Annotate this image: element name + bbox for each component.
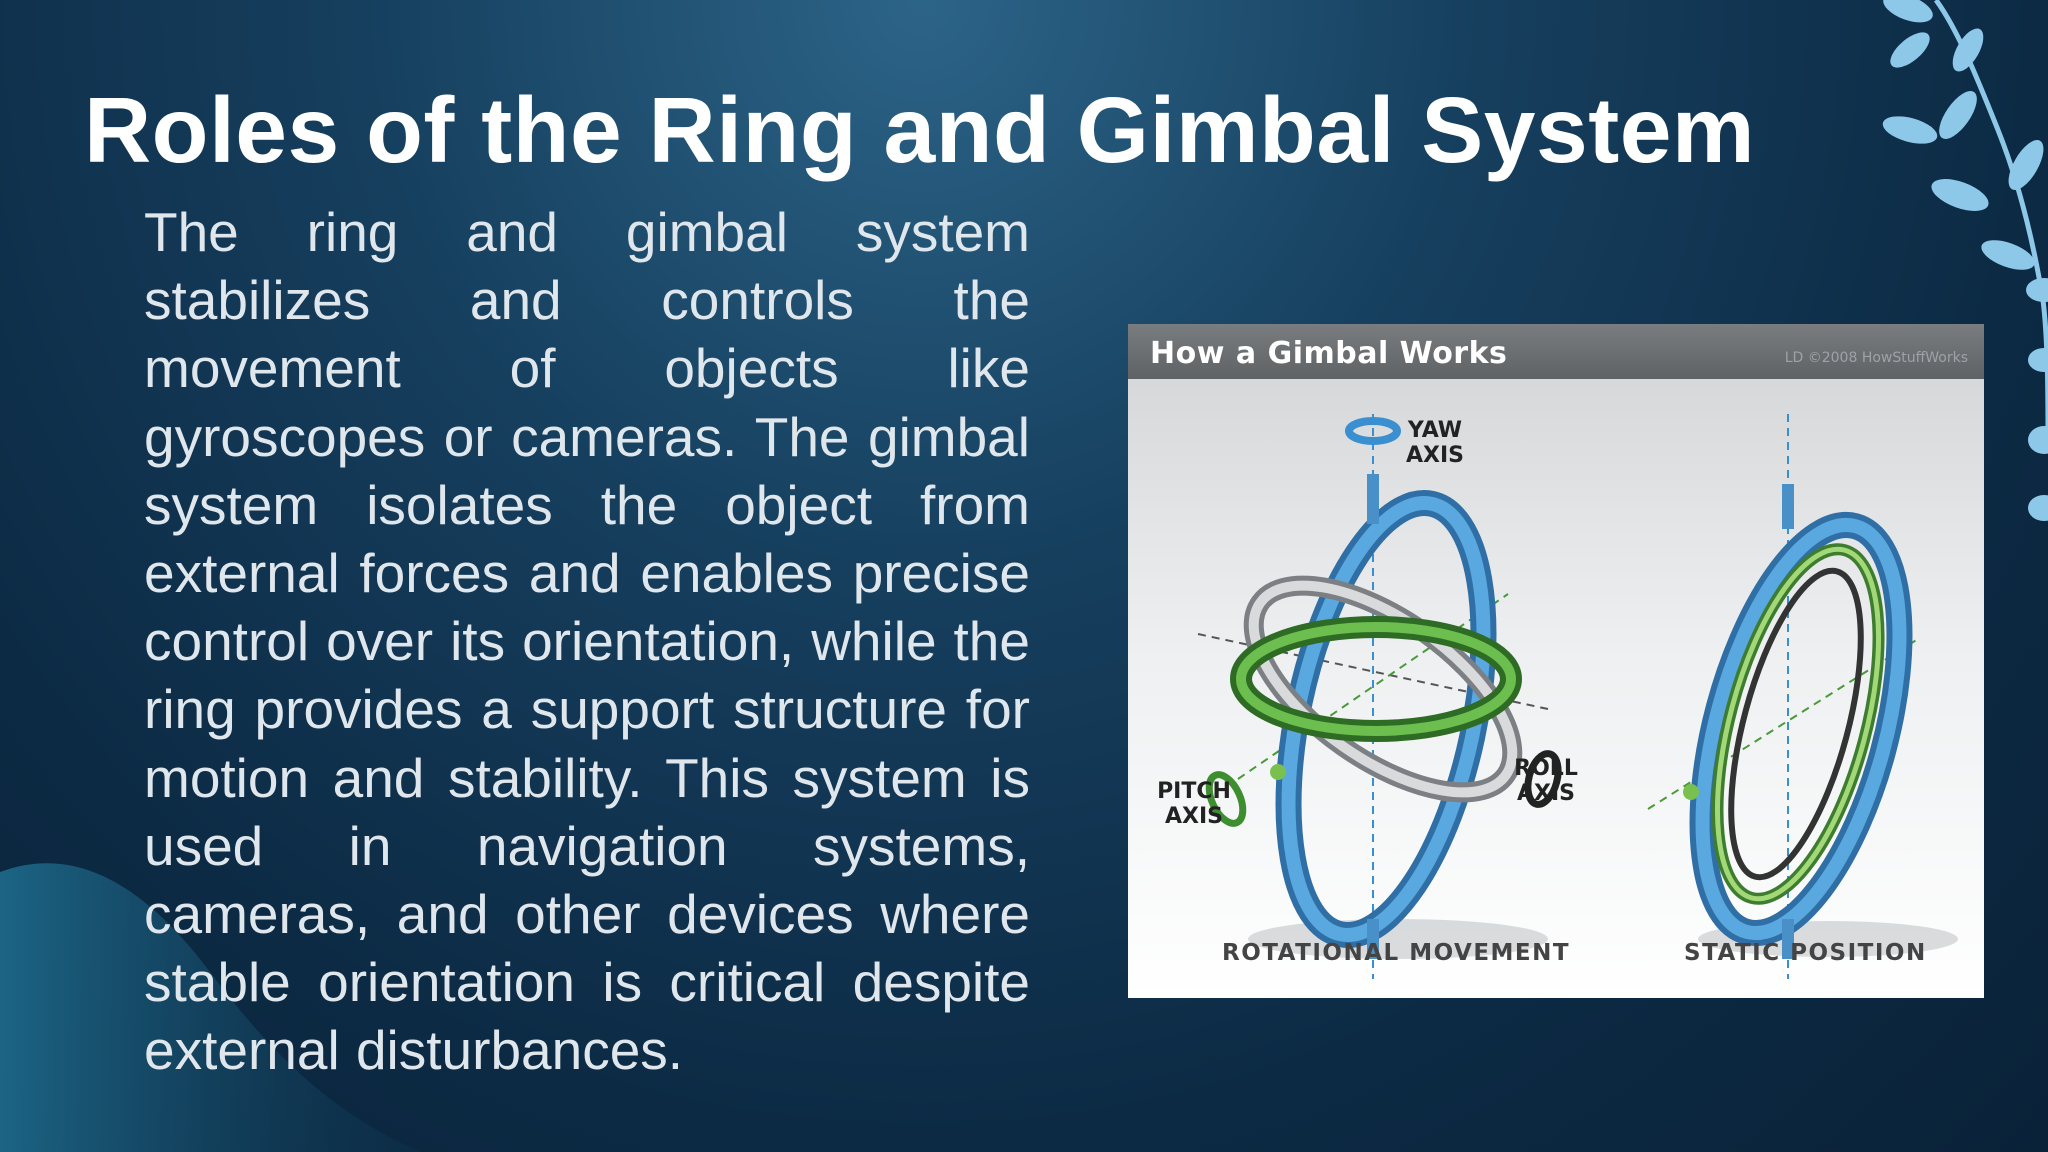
figure-title: How a Gimbal Works bbox=[1150, 336, 1508, 371]
yaw-axis-label: YAW AXIS bbox=[1405, 418, 1465, 468]
caption-rotational-movement: ROTATIONAL MOVEMENT bbox=[1222, 940, 1571, 966]
gimbal-illustration bbox=[1197, 414, 1958, 979]
figure-credit: LD ©2008 HowStuffWorks bbox=[1784, 350, 1968, 366]
pitch-axis-label: PITCH AXIS bbox=[1157, 779, 1231, 829]
gimbal-figure: How a Gimbal Works LD ©2008 HowStuffWork… bbox=[1128, 324, 1984, 998]
slide-title: Roles of the Ring and Gimbal System bbox=[84, 78, 1756, 182]
rotational-gimbal bbox=[1197, 414, 1562, 979]
roll-axis-label: ROLL AXIS bbox=[1514, 756, 1578, 806]
background-wave bbox=[0, 863, 420, 1152]
caption-static-position: STATIC POSITION bbox=[1684, 940, 1927, 966]
figure-header: How a Gimbal Works LD ©2008 HowStuffWork… bbox=[1128, 324, 1984, 379]
static-gimbal bbox=[1647, 414, 1919, 979]
slide-body-text: The ring and gimbal system stabilizes an… bbox=[144, 201, 1030, 1082]
leaf-vine-decoration bbox=[1882, 0, 2048, 521]
